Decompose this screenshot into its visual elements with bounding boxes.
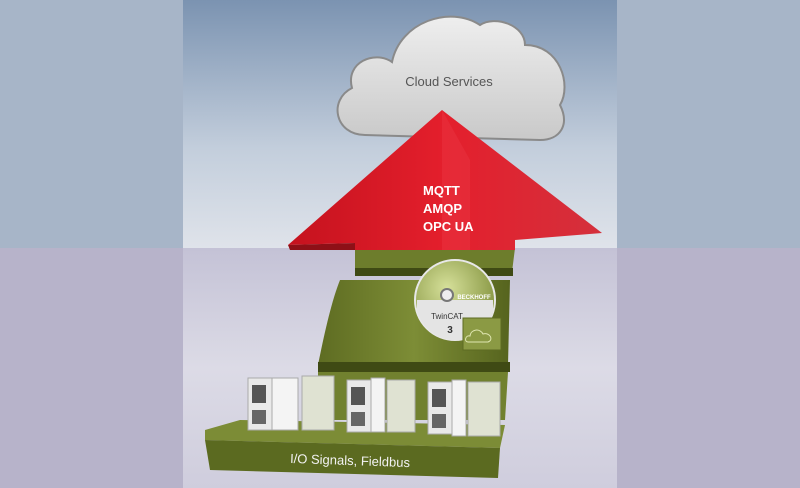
upload-arrow xyxy=(288,110,602,250)
product-name: TwinCAT xyxy=(431,312,463,321)
product-version: 3 xyxy=(447,325,453,336)
platform-label: I/O Signals, Fieldbus xyxy=(290,451,411,470)
outer-bottom-right xyxy=(617,248,800,488)
protocol-mqtt: MQTT xyxy=(423,183,460,198)
io-device-group-2 xyxy=(346,377,416,433)
cloud-label: Cloud Services xyxy=(405,74,493,89)
outer-top-left xyxy=(0,0,183,248)
brand-logo: BECKHOFF xyxy=(457,295,491,301)
outer-top-right xyxy=(617,0,800,248)
io-device-group-3 xyxy=(427,379,501,437)
cloud-icon xyxy=(465,329,492,343)
cloud-shape xyxy=(336,15,566,142)
protocol-amqp: AMQP xyxy=(423,201,462,216)
twincat-disc: BECKHOFF TwinCAT 3 xyxy=(414,259,502,351)
io-device-group-1 xyxy=(247,375,335,431)
protocol-opc-ua: OPC UA xyxy=(423,219,474,234)
outer-bottom-left xyxy=(0,248,183,488)
